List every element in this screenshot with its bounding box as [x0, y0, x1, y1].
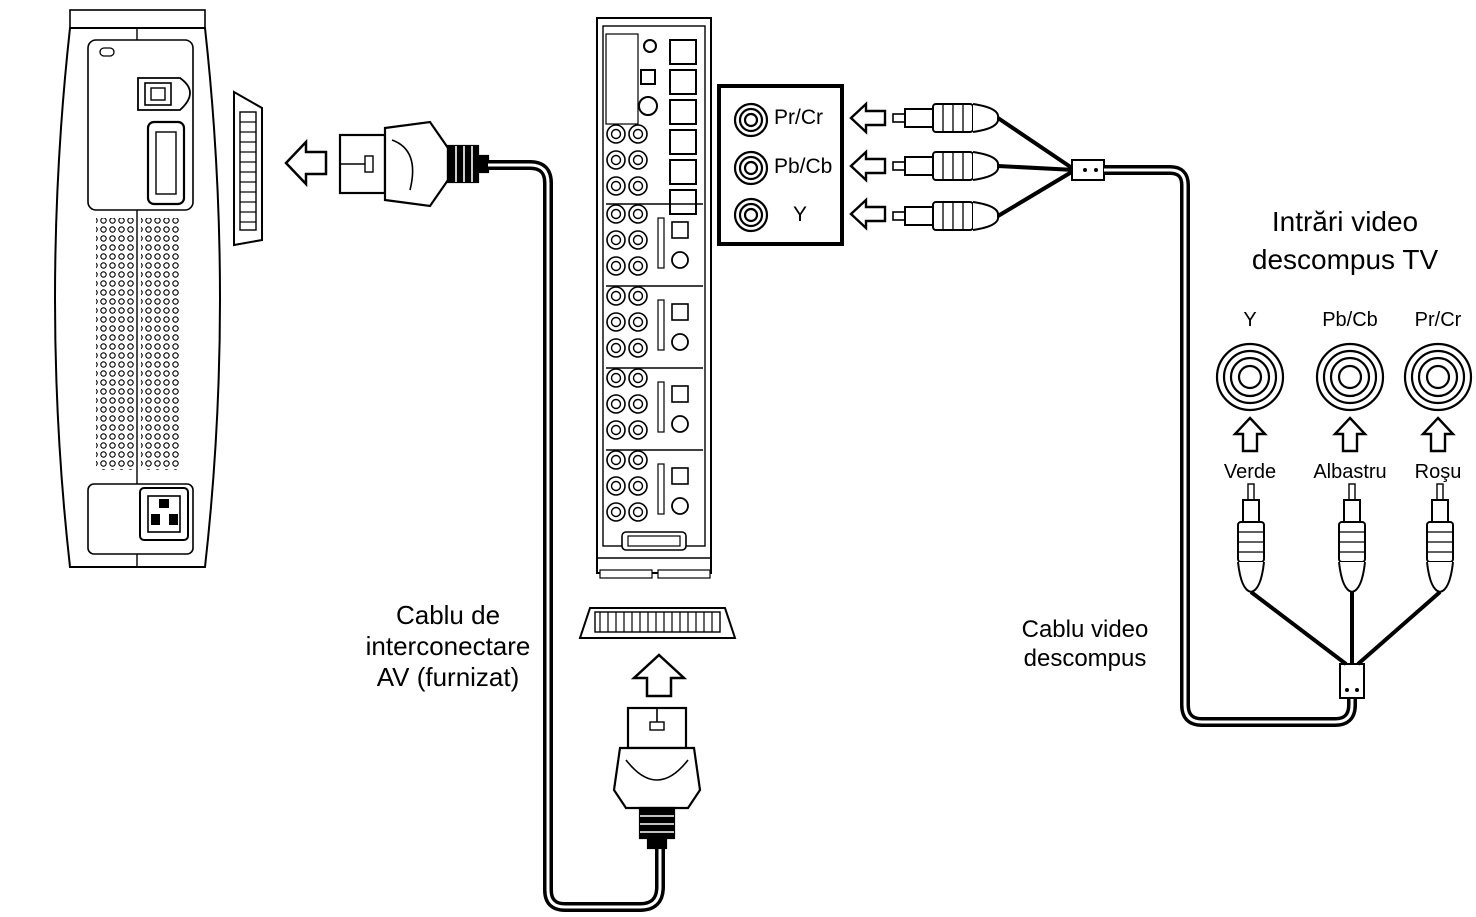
component-output-panel: [717, 84, 844, 246]
tv-cable-color-green: Verde: [1223, 461, 1277, 483]
arrow-left-icon: [849, 149, 887, 183]
arrow-up-icon: [630, 653, 688, 698]
component-cable-plugs: [892, 103, 1000, 231]
tv-jack-arrows: [1232, 416, 1456, 453]
tv-cable-color-red: Roşu: [1414, 461, 1462, 483]
console-av-port: [233, 90, 263, 247]
av-cable-label: Cablu de interconectare AV (furnizat): [365, 600, 531, 692]
tv-jack-label-pr: Pr/Cr: [1414, 309, 1462, 331]
box-jack-label-pb: Pb/Cb: [774, 155, 833, 178]
game-console: [54, 9, 221, 568]
arrow-left-icon: [849, 101, 887, 135]
switch-box-ports: [657, 217, 689, 515]
box-jack-label-y: Y: [793, 203, 808, 226]
box-jack-arrows: [849, 101, 887, 231]
arrow-up-icon: [1332, 416, 1368, 453]
arrow-up-icon: [1232, 416, 1268, 453]
arrow-left-icon: [849, 197, 887, 231]
tv-inputs-title: Intrări video descompus TV: [1251, 206, 1439, 275]
tv-jacks: [1215, 342, 1473, 412]
av-cable-plug-top: [338, 120, 490, 208]
switch-box-connector: [578, 607, 737, 639]
switch-box-rca-jacks: [606, 124, 648, 522]
tv-jack-label-pb: Pb/Cb: [1322, 309, 1378, 331]
component-cable: [996, 116, 1442, 727]
tv-cable-color-blue: Albastru: [1313, 461, 1387, 483]
av-cable-plug-bottom: [612, 706, 702, 850]
tv-jack-label-y: Y: [1243, 309, 1257, 331]
arrow-up-icon: [1420, 416, 1456, 453]
component-cable-label: Cablu video descompus: [1021, 616, 1149, 672]
box-jack-label-pr: Pr/Cr: [774, 106, 823, 129]
arrow-left-icon: [284, 138, 328, 188]
tv-cable-plugs: [1237, 483, 1454, 594]
